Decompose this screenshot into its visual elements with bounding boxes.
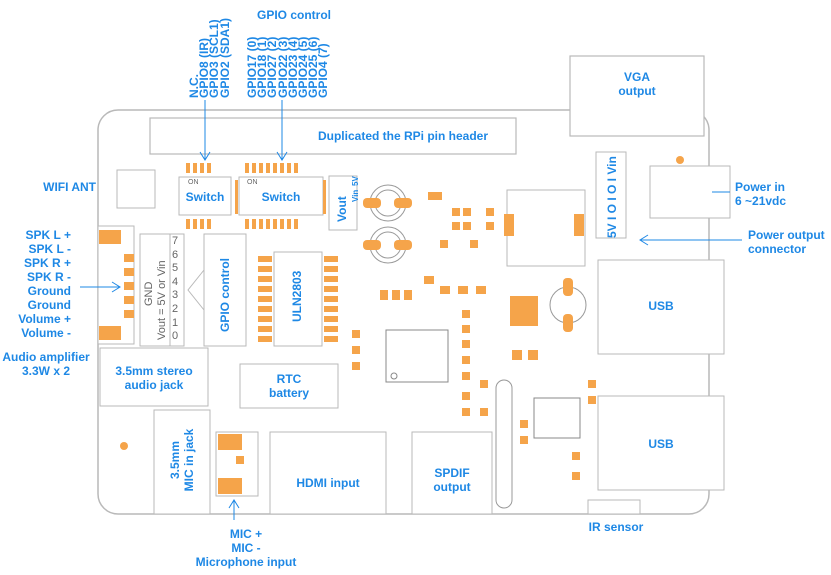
hdmi-label: HDMI input	[296, 476, 360, 490]
gpio-header-box	[139, 233, 185, 347]
gpio-left-pin-label: GPIO2 (SDA1)	[217, 17, 232, 98]
stereo-jack-label: 3.5mm stereo audio jack	[100, 364, 208, 392]
power-out-line1: Power output	[748, 228, 825, 242]
ir-sensor-box	[587, 499, 641, 515]
power-in-dot	[676, 156, 684, 164]
hdmi-box	[269, 431, 387, 515]
mic-line2: MIC -	[231, 541, 261, 555]
uln-pins	[258, 256, 338, 342]
stereo-jack-line1: 3.5mm stereo	[115, 364, 193, 378]
main-chip	[385, 329, 449, 383]
pin-number: 7	[172, 235, 179, 247]
speaker-label-item: Ground	[27, 284, 71, 298]
rtc-box	[239, 363, 339, 409]
stereo-jack-box	[99, 347, 209, 407]
switch1-label: Switch	[185, 190, 225, 204]
vga-line2: output	[618, 84, 656, 98]
rtc-label: RTC battery	[240, 372, 338, 400]
capacitors	[363, 184, 587, 332]
rtc-line1: RTC	[276, 372, 302, 386]
uln-chip	[273, 251, 323, 347]
speaker-pins	[99, 230, 134, 340]
power-in-label: Power in 6 ~21vdc	[735, 180, 786, 208]
gnd-label: GND	[143, 281, 155, 306]
gpio-control-title: GPIO control	[256, 8, 331, 22]
pin-number: 3	[172, 289, 179, 302]
speaker-label-item: SPK R -	[26, 270, 71, 284]
power-out-connector-box	[595, 151, 627, 239]
audio-amp-line2: 3.3W x 2	[21, 364, 71, 378]
gpio-control-box-label: GPIO control	[218, 257, 232, 332]
mic-jack-label: 3.5mm MIC in jack	[168, 420, 196, 500]
speaker-label-item: SPK L +	[25, 228, 71, 242]
spdif-line1: SPDIF	[434, 466, 470, 480]
switch2-box	[238, 176, 324, 216]
vin-label: Vin	[351, 189, 360, 202]
switch1-on: ON	[188, 179, 199, 186]
power-out-label: Power output connector	[748, 228, 825, 256]
switch2-label: Switch	[261, 190, 301, 204]
audio-amp-label: Audio amplifier 3.3W x 2	[0, 350, 92, 378]
vga-label: VGA output	[570, 70, 704, 98]
mic-jack-line1: 3.5mm	[168, 440, 182, 480]
mic-jack-box	[153, 409, 211, 515]
spdif-line2: output	[433, 480, 471, 494]
spdif-label: SPDIF output	[412, 466, 492, 494]
pin-number: 5	[172, 262, 179, 275]
power-in-line2: 6 ~21vdc	[735, 194, 787, 208]
speaker-label-item: Ground	[27, 298, 71, 312]
v5-label: 5V	[351, 176, 360, 186]
mic-line3: Microphone input	[195, 555, 297, 569]
mic-line1: MIC +	[229, 527, 263, 541]
ir-sensor-label: IR sensor	[588, 520, 644, 534]
speaker-label-item: SPK R +	[23, 256, 71, 270]
mic-labels: MIC + MIC - Microphone input	[194, 527, 298, 569]
mic-jack-line2: MIC in jack	[182, 428, 196, 492]
power-in-line1: Power in	[735, 180, 786, 194]
usb2-box	[597, 395, 725, 491]
crystal	[495, 379, 513, 509]
vout-box	[328, 175, 358, 231]
pin-header-label: Duplicated the RPi pin header	[317, 129, 489, 143]
switch2-on: ON	[247, 179, 258, 186]
gpio-control-box	[203, 233, 247, 347]
speaker-label-item: SPK L -	[28, 242, 71, 256]
pin-header-box	[149, 117, 517, 155]
smd-parts	[352, 192, 596, 480]
pin-number: 6	[172, 248, 179, 261]
speaker-label-item: Volume -	[21, 326, 71, 340]
rtc-line2: battery	[268, 386, 309, 400]
vout-note: Vout = 5V or Vin	[156, 260, 168, 340]
audio-amp-line1: Audio amplifier	[2, 350, 90, 364]
usb2-label: USB	[648, 437, 674, 451]
leader-lines	[80, 100, 742, 520]
vga-box	[569, 55, 705, 137]
power-out-line2: connector	[748, 242, 807, 256]
wifi-box	[116, 169, 156, 209]
gpio-right-pin-label: GPIO4 (7)	[316, 43, 331, 98]
pin-number: 4	[172, 275, 179, 288]
usb1-box	[597, 259, 725, 355]
wifi-ant-label: WIFI ANT	[43, 180, 96, 194]
usb1-label: USB	[648, 299, 674, 313]
regulator-box	[506, 189, 586, 267]
vout-label: Vout	[335, 196, 349, 222]
speaker-label-item: Volume +	[18, 312, 71, 326]
switch1-box	[178, 176, 232, 216]
power-conn-box-label: 5V I O I O I Vin	[605, 156, 619, 238]
switch-pads	[186, 163, 326, 229]
pin-number: 0	[172, 330, 179, 343]
spdif-box	[411, 431, 493, 515]
uln-label: ULN2803	[290, 270, 304, 322]
vga-line1: VGA	[623, 70, 650, 84]
pin-number: 2	[172, 303, 179, 315]
stereo-jack-line2: audio jack	[124, 378, 184, 392]
second-chip	[533, 397, 581, 439]
pin-number: 1	[172, 316, 179, 329]
